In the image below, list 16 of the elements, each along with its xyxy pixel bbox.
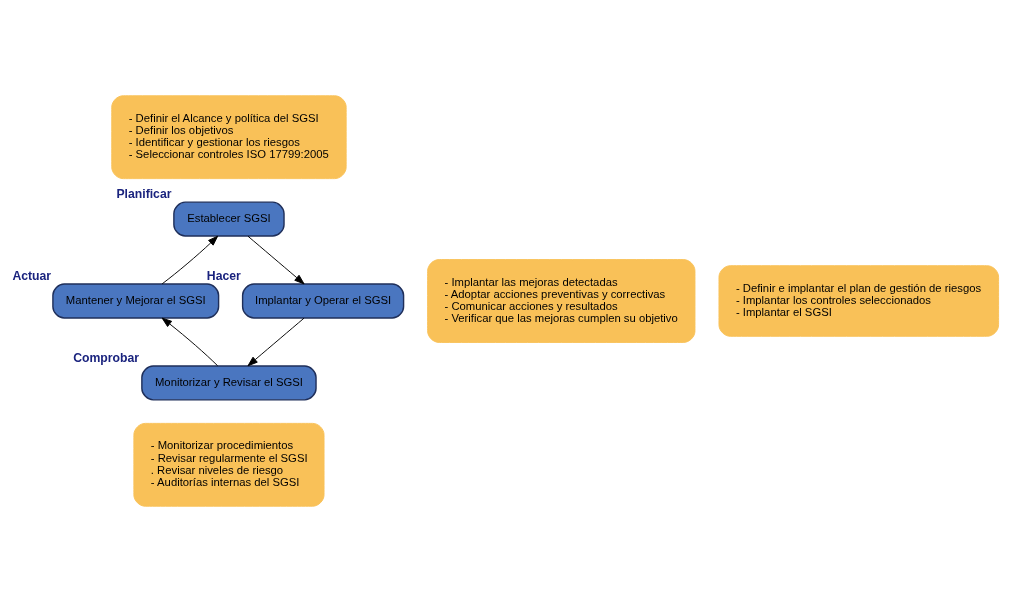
node-label: Actuar [12,268,52,283]
node-label: Planificar [116,186,172,201]
node-box: - Definir e implantar el plan de gestión de riesgos - Implantar los controles seleccionados - Implantar el SGSI [718,264,1000,337]
arrow [161,235,219,284]
node-label: Hacer [206,268,241,283]
node-box: Monitorizar y Revisar el SGSI [141,364,317,401]
arrow [247,317,305,366]
node-box: - Monitorizar procedimientos - Revisar regularmente el SGSI . Revisar niveles de riesgo - Auditorías internas del SGSI [133,422,325,507]
node-box: - Definir el Alcance y política del SGSI - Definir los objetivos - Identificar y gestionar los riesgos - Seleccionar controles ISO 17799:2005 [111,94,347,179]
node-box: Mantener y Mejorar el SGSI [52,282,220,319]
node-box: - Implantar las mejoras detectadas - Adoptar acciones preventivas y correctivas - Comunicar acciones y resultados - Verificar que las mejoras cumplen su objetivo [427,258,696,343]
arrow [161,317,219,366]
node-box: Implantar y Operar el SGSI [241,282,405,319]
arrow [247,235,305,284]
node-label: Comprobar [73,350,139,365]
node-box: Establecer SGSI [173,200,285,237]
